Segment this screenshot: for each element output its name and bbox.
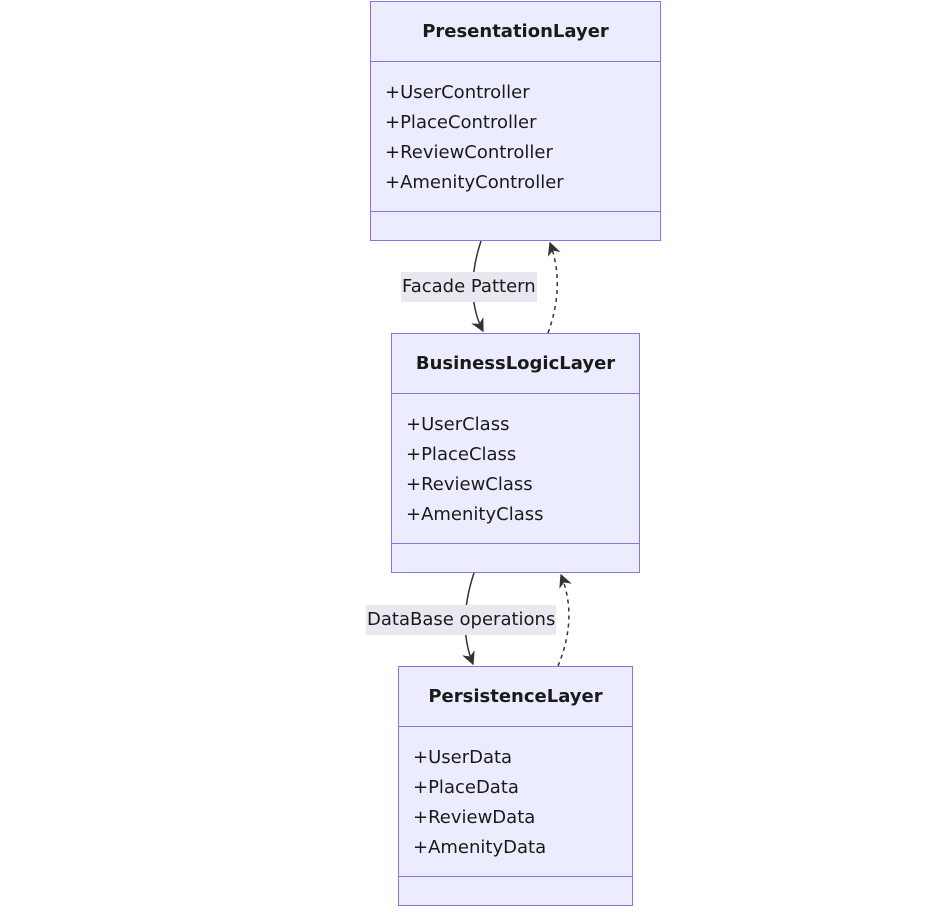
class-attribute: +ReviewController	[385, 142, 553, 163]
class-name: BusinessLogicLayer	[392, 334, 639, 394]
class-presentation-layer: PresentationLayer +UserController +Place…	[370, 1, 661, 241]
class-attribute: +PlaceClass	[406, 444, 517, 465]
class-attribute: +PlaceData	[413, 777, 519, 798]
class-attribute: +PlaceController	[385, 112, 537, 133]
class-attribute: +UserController	[385, 82, 530, 103]
edge-label-facade-pattern: Facade Pattern	[401, 272, 537, 302]
class-persistence-layer: PersistenceLayer +UserData +PlaceData +R…	[398, 666, 633, 906]
class-attributes: +UserData +PlaceData +ReviewData +Amenit…	[399, 727, 632, 877]
class-name: PersistenceLayer	[399, 667, 632, 727]
edge-label-database-operations: DataBase operations	[366, 605, 557, 635]
class-attribute: +AmenityData	[413, 837, 547, 858]
class-attribute: +ReviewData	[413, 807, 536, 828]
class-attribute: +AmenityClass	[406, 504, 544, 525]
class-attribute: +UserClass	[406, 414, 510, 435]
class-attribute: +AmenityController	[385, 172, 564, 193]
class-attribute: +ReviewClass	[406, 474, 533, 495]
class-attributes: +UserController +PlaceController +Review…	[371, 62, 660, 212]
edge-persistence-to-business	[557, 573, 572, 667]
edge-business-to-presentation	[547, 241, 561, 334]
class-attribute: +UserData	[413, 747, 513, 768]
class-name: PresentationLayer	[371, 2, 660, 62]
class-business-logic-layer: BusinessLogicLayer +UserClass +PlaceClas…	[391, 333, 640, 573]
class-attributes: +UserClass +PlaceClass +ReviewClass +Ame…	[392, 394, 639, 544]
